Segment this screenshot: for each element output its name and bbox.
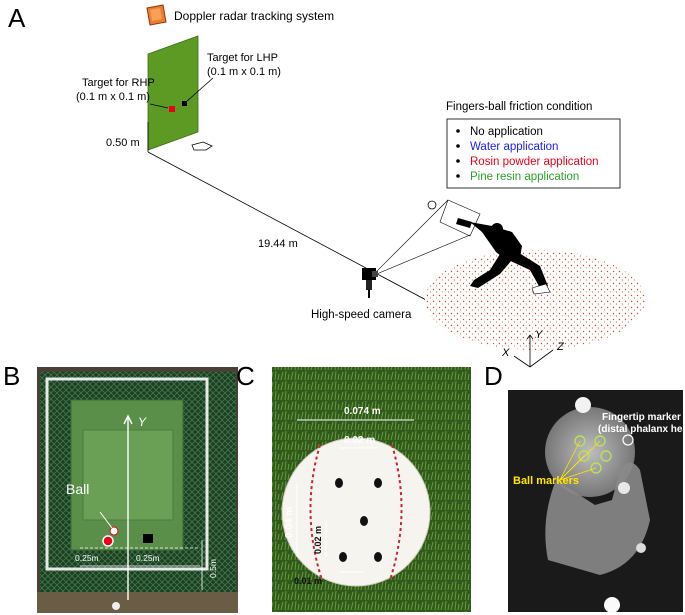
lhp-target-marker (143, 534, 153, 543)
lhp-pointer (185, 77, 214, 103)
pitcher-silhouette (456, 218, 551, 295)
target-lhp-marker (182, 101, 187, 106)
panel-b-letter: B (3, 361, 20, 391)
floor (37, 592, 238, 613)
c-spacing-label: 0.02 m (344, 435, 375, 446)
target-rhp-marker (169, 106, 175, 112)
target-board (147, 35, 199, 151)
high-speed-camera-icon (362, 268, 378, 298)
panel-c-letter: C (236, 361, 255, 391)
seam-left (309, 444, 323, 581)
axis-y-label-a: Y (535, 329, 543, 341)
panel-d-letter: D (484, 361, 503, 391)
legend-item-label: No application (470, 126, 543, 138)
pitcher-mound (425, 250, 645, 350)
panel-c: C 0.074 m 0.02 m 0.04 m 0.02 m 0.01 m (236, 361, 471, 612)
legend-item-label: Rosin powder application (470, 156, 599, 168)
net-frame (45, 377, 209, 571)
legend-bullet (456, 174, 460, 178)
xray-ball (545, 407, 635, 497)
ball-pointer (99, 511, 113, 529)
ball-marker-rings (574, 435, 612, 474)
camera-view-lines (371, 199, 481, 277)
b-left-offset: 0.25m (75, 553, 99, 563)
legend-bullet (456, 144, 460, 148)
fingertip-label-line2: (distal phalanx head) (598, 424, 685, 435)
seam-right (389, 444, 403, 581)
legend-box (446, 118, 621, 189)
distance-label: 19.44 m (258, 238, 298, 250)
c-gap-label: 0.01 m (294, 576, 322, 586)
camera-label: High-speed camera (311, 309, 412, 321)
panel-a-letter: A (8, 3, 26, 33)
target-rhp-line1: Target for RHP (82, 77, 155, 89)
legend-item-label: Water application (470, 141, 558, 153)
panel-a: A Doppler radar tracking system Target f… (8, 3, 645, 368)
axis-y-label-b: Y (138, 415, 147, 429)
axis-x-label-a: X (501, 347, 510, 359)
legend-bullet (456, 129, 460, 133)
legend-title: Fingers-ball friction condition (446, 101, 592, 113)
c-inner-height: 0.02 m (313, 526, 323, 554)
axis-z-label-a: Z (556, 341, 565, 353)
ball (109, 526, 119, 536)
release-ball (427, 200, 437, 210)
ball-marker-dots (335, 478, 382, 562)
ball-rhp-marker (102, 535, 114, 547)
c-height-label: 0.04 m (284, 507, 295, 538)
fingertip-marker-ring (622, 434, 634, 446)
coordinate-axes (513, 334, 554, 368)
panel-d: D Fingertip marker (distal phalanx head)… (484, 361, 685, 613)
legend-bullet (456, 159, 460, 163)
floor-ball (112, 602, 120, 610)
baseball (281, 437, 431, 587)
target-rhp-line2: (0.1 m x 0.1 m) (76, 91, 150, 103)
ball-marker-pointers (559, 440, 601, 481)
doppler-radar-icon (146, 4, 167, 26)
target-lhp-line1: Target for LHP (207, 52, 278, 64)
b-right-offset: 0.25m (136, 553, 160, 563)
ball-markers-label: Ball markers (513, 475, 579, 487)
ball-label: Ball (66, 481, 89, 497)
panel-b: B Y Ball 0.25m 0.25m 0.5m (3, 361, 238, 613)
rhp-pointer (149, 103, 169, 109)
home-plate (191, 141, 213, 151)
legend-item-label: Pine resin application (470, 171, 579, 183)
height-label: 0.50 m (106, 137, 140, 149)
doppler-label: Doppler radar tracking system (174, 9, 334, 23)
fingertip-label-line1: Fingertip marker (602, 412, 681, 423)
target-lhp-line2: (0.1 m x 0.1 m) (207, 66, 281, 78)
b-height: 0.5m (208, 559, 218, 578)
marker-top (575, 397, 591, 413)
c-width-label: 0.074 m (344, 406, 381, 417)
